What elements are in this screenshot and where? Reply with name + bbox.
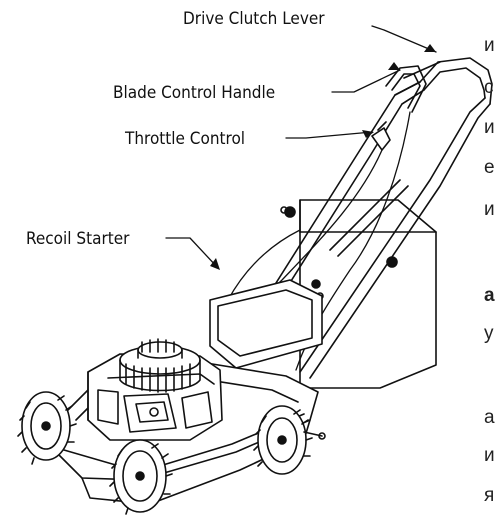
label-drive-clutch-lever: Drive Clutch Lever [183,9,325,29]
throttle-bracket [371,121,391,151]
edge-text-fragment: с [484,77,494,98]
edge-text-fragment: и [484,117,495,138]
label-blade-control-handle: Blade Control Handle [113,83,275,103]
recoil-starter-housing [119,338,201,393]
edge-text-fragment: у [484,323,494,344]
blade-control-bail [385,61,441,113]
edge-text-fragment: и [484,35,495,56]
leader-recoil-starter [165,237,219,269]
leader-blade-control-handle [331,69,401,93]
edge-text-fragment: а [484,285,495,306]
label-recoil-starter: Recoil Starter [26,229,130,249]
rear-flap [209,279,323,369]
leader-throttle-control [285,131,373,139]
rear-axle [303,431,326,440]
label-throttle-control: Throttle Control [124,129,245,149]
edge-text-fragment: и [484,445,495,466]
leader-drive-clutch-lever [371,25,437,53]
edge-text-fragment: е [484,157,495,178]
callout-labels: Drive Clutch Lever Blade Control Handle … [26,9,325,249]
leader-lines [165,25,437,269]
front-right-wheel [109,439,173,515]
engine [87,353,223,441]
edge-text-fragment: я [484,485,495,506]
edge-text-fragment: а [484,407,495,428]
edge-text-fragment: и [484,199,495,220]
leader-arrowheads [210,44,436,270]
rear-right-wheel [253,405,313,475]
grass-catcher-bag [299,199,437,389]
front-left-wheel [17,391,77,465]
